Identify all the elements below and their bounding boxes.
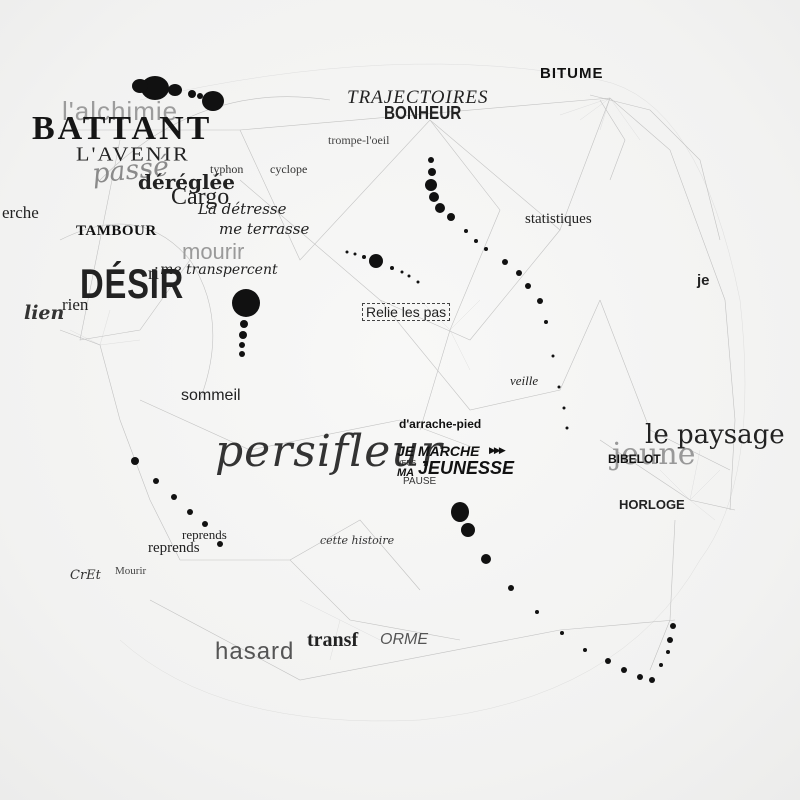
word-sommeil: sommeil [181, 387, 241, 404]
word-cette-histoire: cette histoire [320, 534, 395, 547]
word-relie-les-pas: Relie les pas [362, 303, 451, 321]
ink-blot [141, 76, 169, 100]
word-darrache-pied: d'arrache-pied [399, 417, 482, 431]
word-horloge: HORLOGE [619, 497, 685, 512]
word-cri: CrEt [70, 568, 101, 583]
word-detresse: La détresse [198, 200, 287, 218]
word-ri: ri [148, 263, 159, 283]
word-battant: BATTANT [32, 110, 213, 147]
word-cargo: Cargo [171, 184, 230, 210]
word-rien: rien [62, 295, 89, 314]
word-transforme-b: ORME [380, 631, 428, 648]
word-transforme-a: transf [307, 629, 359, 651]
word-persifleur: persifleur [215, 426, 443, 477]
word-typhon: typhon [210, 162, 244, 176]
word-desir: DÉSIR [80, 260, 185, 307]
word-avenir: L'AVENIR [76, 142, 190, 165]
word-statistiques: statistiques [525, 211, 592, 227]
word-hasard: hasard [215, 638, 295, 665]
word-jeunesse: JEUNESSE [418, 458, 515, 478]
word-reprends: reprends [148, 540, 200, 556]
word-tambour: TAMBOUR [76, 223, 157, 239]
word-transpercent: me transpercent [160, 262, 278, 278]
word-je-marche: JE MARCHE [397, 443, 480, 459]
word-jeune: jeune [612, 437, 696, 472]
word-lien: lien [24, 302, 65, 324]
word-alchimie: l'alchimie [62, 96, 179, 126]
word-terrasse: me terrasse [219, 220, 310, 238]
word-ma: MA [397, 467, 415, 479]
word-reprends-small: reprends [182, 527, 227, 542]
word-trompe-loeil: trompe-l'oeil [328, 133, 390, 147]
word-deregle: déréglée [138, 170, 236, 194]
word-bibelot: BIBELOT [608, 452, 661, 466]
word-bonheur: BONHEUR [384, 103, 462, 123]
word-pause: PAUSE [403, 476, 437, 487]
word-le-paysage: le paysage [645, 420, 785, 450]
word-veille: veille [510, 373, 539, 388]
word-mourir-small: Mourir [115, 565, 147, 577]
word-bitume: BITUME [540, 65, 604, 82]
word-mourir: mourir [182, 239, 245, 264]
word-erche: erche [2, 203, 39, 222]
word-cyclope: cyclope [270, 162, 308, 176]
word-je: je [697, 272, 710, 289]
ink-blot [232, 289, 260, 317]
word-trajectoires: TRAJECTOIRES [347, 87, 489, 108]
word-vers: VERS [397, 460, 417, 467]
arrow-marks: ▶▶▶ [489, 445, 506, 455]
